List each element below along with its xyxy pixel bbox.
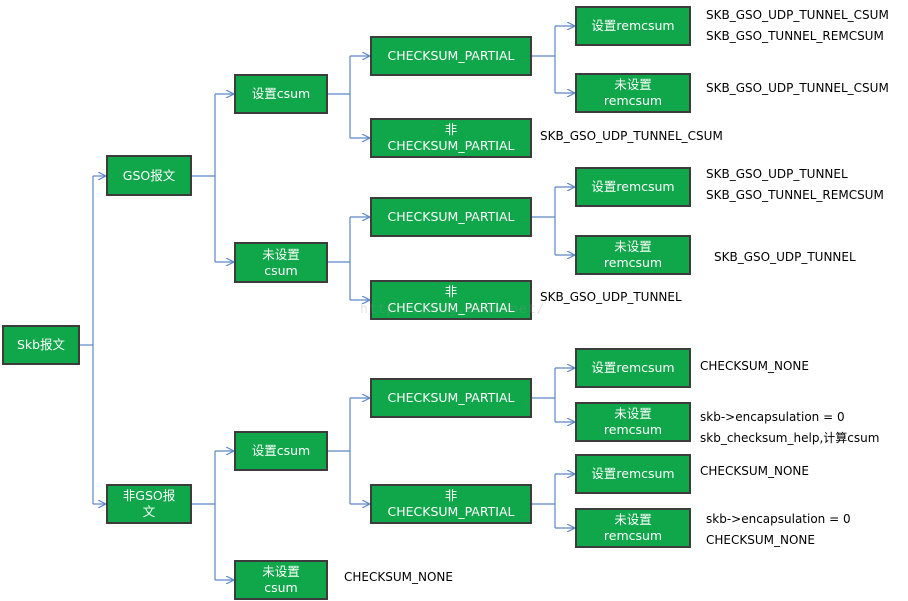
node-r3-set-remcsum: 设置remcsum [575,348,691,388]
node-nongso-set-partial: CHECKSUM_PARTIAL [370,378,532,418]
node-gso-set-partial: CHECKSUM_PARTIAL [370,36,532,76]
node-r4-set-remcsum: 设置remcsum [575,454,691,494]
node-gso-set-csum: 设置csum [234,74,328,114]
watermark: http://blog.csdn.net/ [360,302,546,317]
node-nongso-unset-csum: 未设置 csum [234,560,328,600]
result-r2-set: SKB_GSO_UDP_TUNNEL SKB_GSO_TUNNEL_REMCSU… [706,167,884,202]
result-gso-unset-nonpartial: SKB_GSO_UDP_TUNNEL [540,290,682,304]
node-gso-unset-csum: 未设置 csum [234,242,328,283]
result-r4-set: CHECKSUM_NONE [700,464,809,478]
result-r3-set: CHECKSUM_NONE [700,359,809,373]
result-r1-set: SKB_GSO_UDP_TUNNEL_CSUM SKB_GSO_TUNNEL_R… [706,8,889,43]
node-gso-set-nonpartial: 非 CHECKSUM_PARTIAL [370,118,532,158]
node-gso-unset-partial: CHECKSUM_PARTIAL [370,197,532,237]
result-r1-unset: SKB_GSO_UDP_TUNNEL_CSUM [706,81,889,95]
node-r1-set-remcsum: 设置remcsum [575,6,691,46]
node-r1-unset-remcsum: 未设置 remcsum [575,73,691,113]
node-gso-unset-nonpartial: 非 CHECKSUM_PARTIAL [370,280,532,320]
node-nongso-set-csum: 设置csum [234,431,328,471]
node-root: Skb报文 [2,325,80,365]
result-r3-unset: skb->encapsulation = 0 skb_checksum_help… [700,410,880,445]
result-r4-unset: skb->encapsulation = 0 CHECKSUM_NONE [706,512,851,547]
node-gso: GSO报文 [106,155,192,196]
node-r3-unset-remcsum: 未设置 remcsum [575,402,691,442]
node-nongso-set-nonpartial: 非 CHECKSUM_PARTIAL [370,484,532,524]
node-r2-set-remcsum: 设置remcsum [575,167,691,207]
result-nongso-unset-csum: CHECKSUM_NONE [344,570,453,584]
node-non-gso: 非GSO报 文 [106,484,192,524]
result-r2-unset: SKB_GSO_UDP_TUNNEL [714,250,856,264]
result-gso-set-nonpartial: SKB_GSO_UDP_TUNNEL_CSUM [540,129,723,143]
node-r2-unset-remcsum: 未设置 remcsum [575,235,691,275]
node-r4-unset-remcsum: 未设置 remcsum [575,508,691,548]
